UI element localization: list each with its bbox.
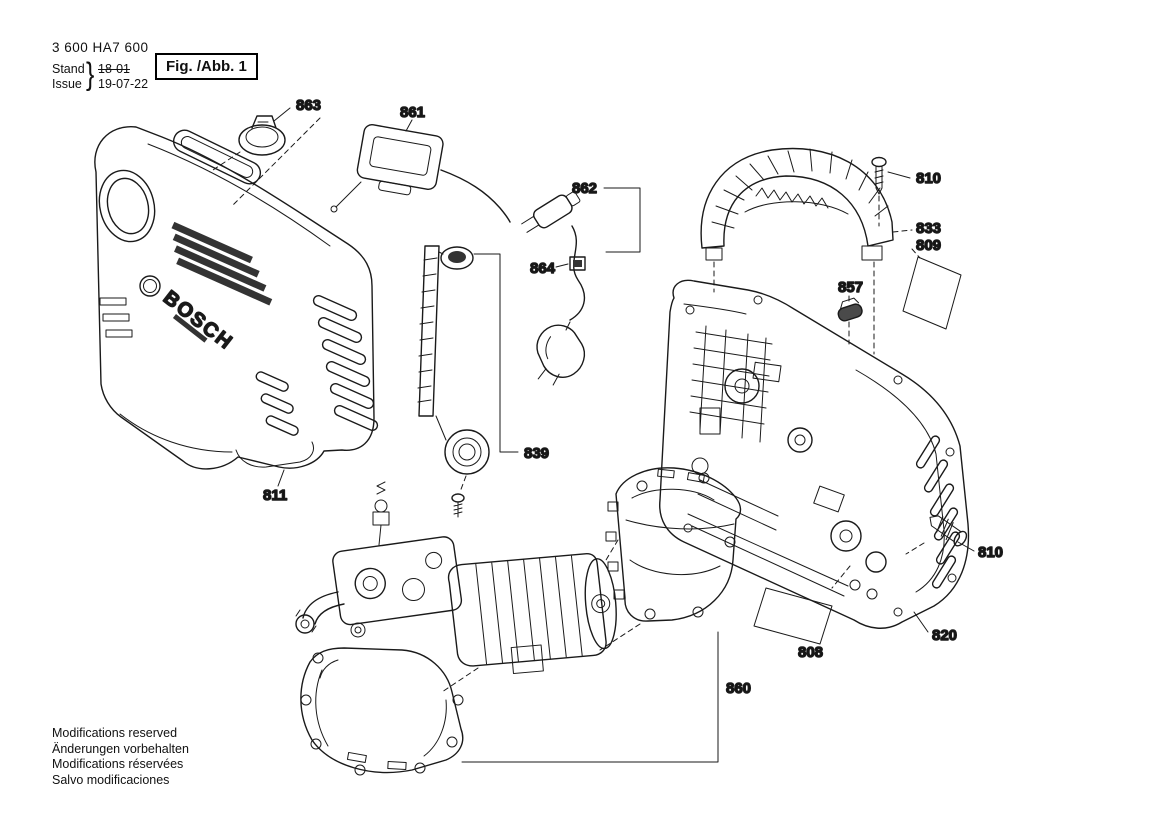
- sticker-808-drawing: [753, 565, 851, 645]
- stand-label: Stand: [52, 62, 85, 76]
- callout-862: 862: [572, 180, 597, 197]
- title-block: 3 600 HA7 600 Stand Issue } 18-01 19-07-…: [52, 40, 312, 96]
- screw-810-side-drawing: [905, 515, 975, 555]
- knob-drawing: [209, 107, 321, 207]
- callout-833: 833: [916, 220, 941, 237]
- switch-module-drawing: [330, 119, 511, 223]
- handle-recess: [172, 129, 262, 185]
- sticker-809-drawing: [902, 248, 962, 330]
- motor-pump-drawing: [295, 467, 742, 776]
- modification-notices: Modifications reserved Änderungen vorbeh…: [52, 726, 189, 788]
- screw-810-top-drawing: [871, 156, 911, 227]
- callout-857: 857: [838, 279, 863, 296]
- issue-label: Issue: [52, 77, 82, 91]
- revision-brace: }: [86, 57, 95, 92]
- part-number: 3 600 HA7 600: [52, 40, 149, 55]
- callout-860: 860: [726, 680, 751, 697]
- callout-labels: 863 861 862 864 810 833 809 857 839 811 …: [262, 96, 1003, 697]
- callout-809: 809: [916, 237, 941, 254]
- power-cord-drawing: [521, 187, 641, 386]
- small-part-857-drawing: [837, 295, 863, 345]
- revision-block: Stand Issue } 18-01 19-07-22 Fig. /Abb. …: [52, 53, 312, 96]
- callout-810-top: 810: [916, 170, 941, 187]
- notice-fr: Modifications réservées: [52, 757, 184, 771]
- side-vents: [255, 294, 379, 436]
- stand-value: 18-01: [98, 62, 130, 76]
- right-housing-drawing: [659, 279, 970, 633]
- figure-label: Fig. /Abb. 1: [155, 53, 258, 80]
- notice-de: Änderungen vorbehalten: [52, 741, 189, 756]
- callout-820: 820: [932, 627, 957, 644]
- callout-808: 808: [798, 644, 823, 661]
- right-housing-vents: [915, 435, 961, 589]
- left-housing-drawing: BOSCH: [94, 126, 379, 470]
- screw-839: [451, 475, 467, 518]
- callout-839: 839: [524, 445, 549, 462]
- leader-811: [277, 469, 285, 487]
- callout-863: 863: [296, 97, 321, 114]
- holder-bracket-drawing: [417, 245, 519, 518]
- callout-811: 811: [263, 487, 287, 504]
- callout-861: 861: [400, 104, 425, 121]
- notice-es: Salvo modificaciones: [52, 772, 170, 787]
- bosch-logo: BOSCH: [159, 287, 237, 355]
- callout-864: 864: [530, 260, 556, 277]
- lower-shell: [300, 647, 464, 776]
- carry-handle-drawing: [700, 147, 913, 355]
- notice-en: Modifications reserved: [52, 726, 178, 740]
- euro-plug: [536, 324, 586, 386]
- upper-shell: [605, 467, 742, 622]
- issue-value: 19-07-22: [98, 77, 149, 91]
- clip-drawing: [555, 256, 586, 271]
- front-grille: [171, 221, 273, 306]
- callout-810-side: 810: [978, 544, 1003, 561]
